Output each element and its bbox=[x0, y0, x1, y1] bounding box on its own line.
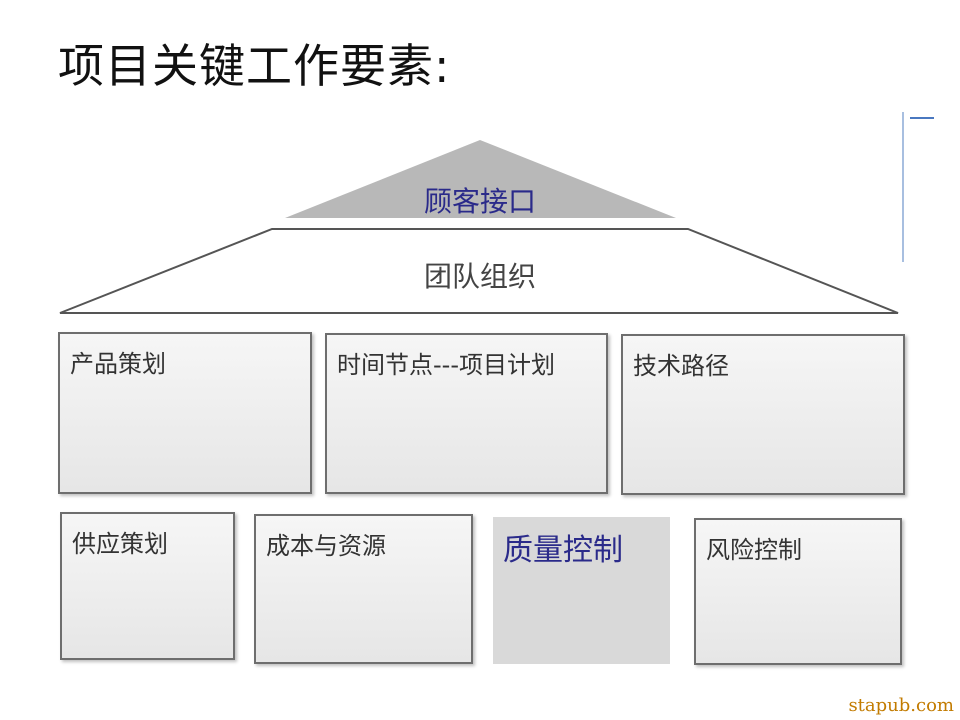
diagram-box-supply-planning: 供应策划 bbox=[60, 512, 235, 660]
roof-top-label: 顾客接口 bbox=[423, 185, 536, 218]
diagram-box-technical-path: 技术路径 bbox=[621, 334, 905, 495]
box-label: 成本与资源 bbox=[266, 532, 386, 560]
box-label: 技术路径 bbox=[633, 352, 729, 380]
roof-top-triangle bbox=[285, 140, 676, 218]
diagram-box-risk-control: 风险控制 bbox=[694, 518, 902, 665]
decorative-dash bbox=[910, 117, 934, 119]
watermark: stapub.com bbox=[848, 695, 954, 716]
diagram-box-cost-resources: 成本与资源 bbox=[254, 514, 473, 664]
box-label: 供应策划 bbox=[72, 530, 168, 558]
roof-middle-label: 团队组织 bbox=[423, 260, 536, 293]
decorative-vertical-line bbox=[902, 112, 904, 262]
slide-title: 项目关键工作要素: bbox=[58, 39, 451, 93]
box-label: 风险控制 bbox=[706, 536, 802, 564]
diagram-box-timeline-plan: 时间节点---项目计划 bbox=[325, 333, 608, 494]
diagram-box-product-planning: 产品策划 bbox=[58, 332, 312, 494]
roof-middle-trapezoid bbox=[59, 228, 899, 314]
box-label-highlighted: 质量控制 bbox=[503, 533, 623, 568]
box-label: 时间节点---项目计划 bbox=[337, 351, 555, 379]
roof-diagram bbox=[59, 140, 899, 314]
diagram-box-quality-control: 质量控制 bbox=[493, 517, 670, 664]
box-label: 产品策划 bbox=[70, 350, 166, 378]
